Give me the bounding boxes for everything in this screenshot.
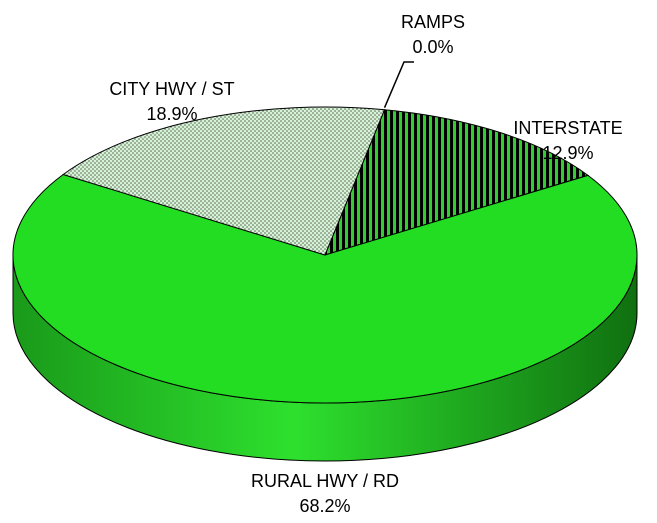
slice-city-hwy-st: [62, 106, 386, 256]
leader-line-ramps: [383, 61, 414, 109]
slice-label-city: CITY HWY / ST: [109, 79, 234, 99]
slice-label-ramps: RAMPS: [401, 12, 465, 32]
slice-pct-ramps: 0.0%: [412, 37, 453, 57]
slice-pct-rural: 68.2%: [299, 496, 350, 516]
slice-label-interstate: INTERSTATE: [513, 118, 622, 138]
slice-pct-interstate: 12.9%: [542, 143, 593, 163]
slice-pct-city: 18.9%: [146, 104, 197, 124]
slice-interstate: [324, 109, 590, 256]
slice-rural-hwy-rd: [12, 173, 638, 404]
slice-label-rural: RURAL HWY / RD: [251, 471, 399, 491]
